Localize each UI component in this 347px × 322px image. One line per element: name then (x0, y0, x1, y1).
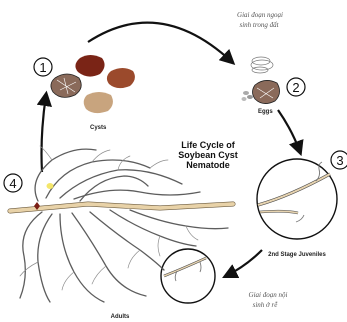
root-stage-line-1: Giai đoạn nội (249, 291, 288, 299)
step-3-badge: 3 (331, 151, 347, 169)
step-2-number: 2 (292, 80, 299, 95)
diagram-title: Life Cycle of Soybean Cyst Nematode (178, 140, 238, 170)
arrow-eggs-to-juveniles (278, 110, 300, 152)
eggs-illustration: Eggs (242, 57, 280, 115)
arrow-cysts-to-eggs (88, 23, 232, 62)
soil-stage-line-1: Giai đoạn ngoại (237, 11, 283, 19)
title-line-3: Nematode (186, 160, 230, 170)
step-2-badge: 2 (287, 78, 305, 96)
eggs-label: Eggs (258, 109, 273, 115)
step-4-badge: 4 (4, 174, 22, 192)
step-3-number: 3 (336, 153, 343, 168)
arrow-root-to-cysts (42, 95, 47, 172)
title-line-2: Soybean Cyst (178, 150, 238, 160)
step-1-badge: 1 (34, 58, 52, 76)
root-stage-line-2: sinh ở rễ (253, 301, 279, 309)
cysts-illustration: Cysts (51, 55, 135, 131)
arrow-juveniles-to-adults (226, 250, 262, 276)
cysts-label: Cysts (90, 125, 107, 131)
yellow-female-nematode (47, 183, 54, 189)
title-line-1: Life Cycle of (181, 140, 236, 150)
adults-label: Adults (111, 314, 130, 320)
juveniles-magnifier: 2nd Stage Juveniles (257, 159, 337, 258)
step-1-number: 1 (39, 60, 46, 75)
adults-magnifier: Adults (111, 249, 215, 320)
juveniles-label: 2nd Stage Juveniles (268, 252, 326, 258)
step-4-number: 4 (9, 176, 16, 191)
soil-stage-line-2: sinh trong đất (239, 21, 279, 29)
